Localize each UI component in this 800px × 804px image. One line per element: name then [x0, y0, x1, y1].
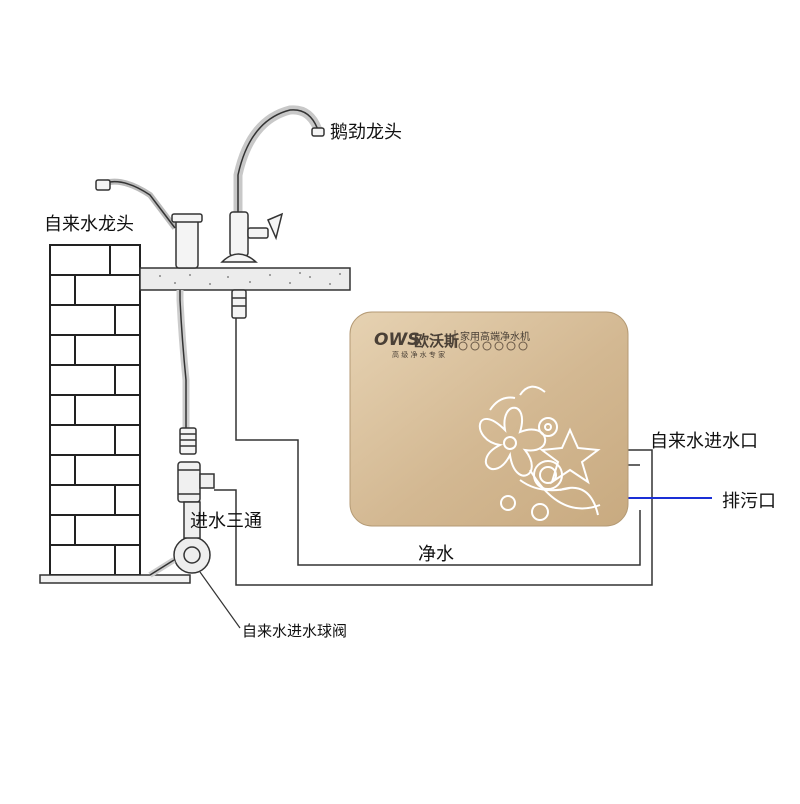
floral-pattern	[478, 385, 601, 521]
label-tap-inlet-port: 自来水进水口	[650, 431, 758, 452]
ball-valve	[148, 501, 211, 578]
inlet-tube	[214, 449, 653, 586]
label-drain-port: 排污口	[722, 491, 776, 512]
pure-water-tube	[235, 318, 641, 566]
label-tap-inlet-ball-valve: 自来水进水球阀	[242, 622, 348, 640]
brick-wall	[49, 244, 141, 576]
label-inlet-tee: 进水三通	[190, 511, 262, 532]
countertop	[139, 267, 351, 291]
label-tap-faucet: 自来水龙头	[44, 214, 134, 235]
inlet-tee-fitting	[177, 461, 215, 503]
label-pure-water: 净水	[418, 544, 454, 565]
water-purifier-unit	[349, 311, 629, 527]
product-name: 家用高端净水机	[460, 332, 530, 343]
floor	[39, 574, 191, 584]
brand-logo-cn: 欧沃斯	[414, 332, 460, 350]
tap-faucet	[95, 178, 203, 269]
gooseneck-faucet	[220, 105, 325, 319]
brand-slogan: 高 级 净 水 专 家	[392, 351, 446, 359]
label-gooseneck-faucet: 鹅劲龙头	[330, 122, 402, 143]
tap-supply-pipe	[176, 290, 197, 455]
brand-logo-latin: OWS	[374, 330, 420, 350]
